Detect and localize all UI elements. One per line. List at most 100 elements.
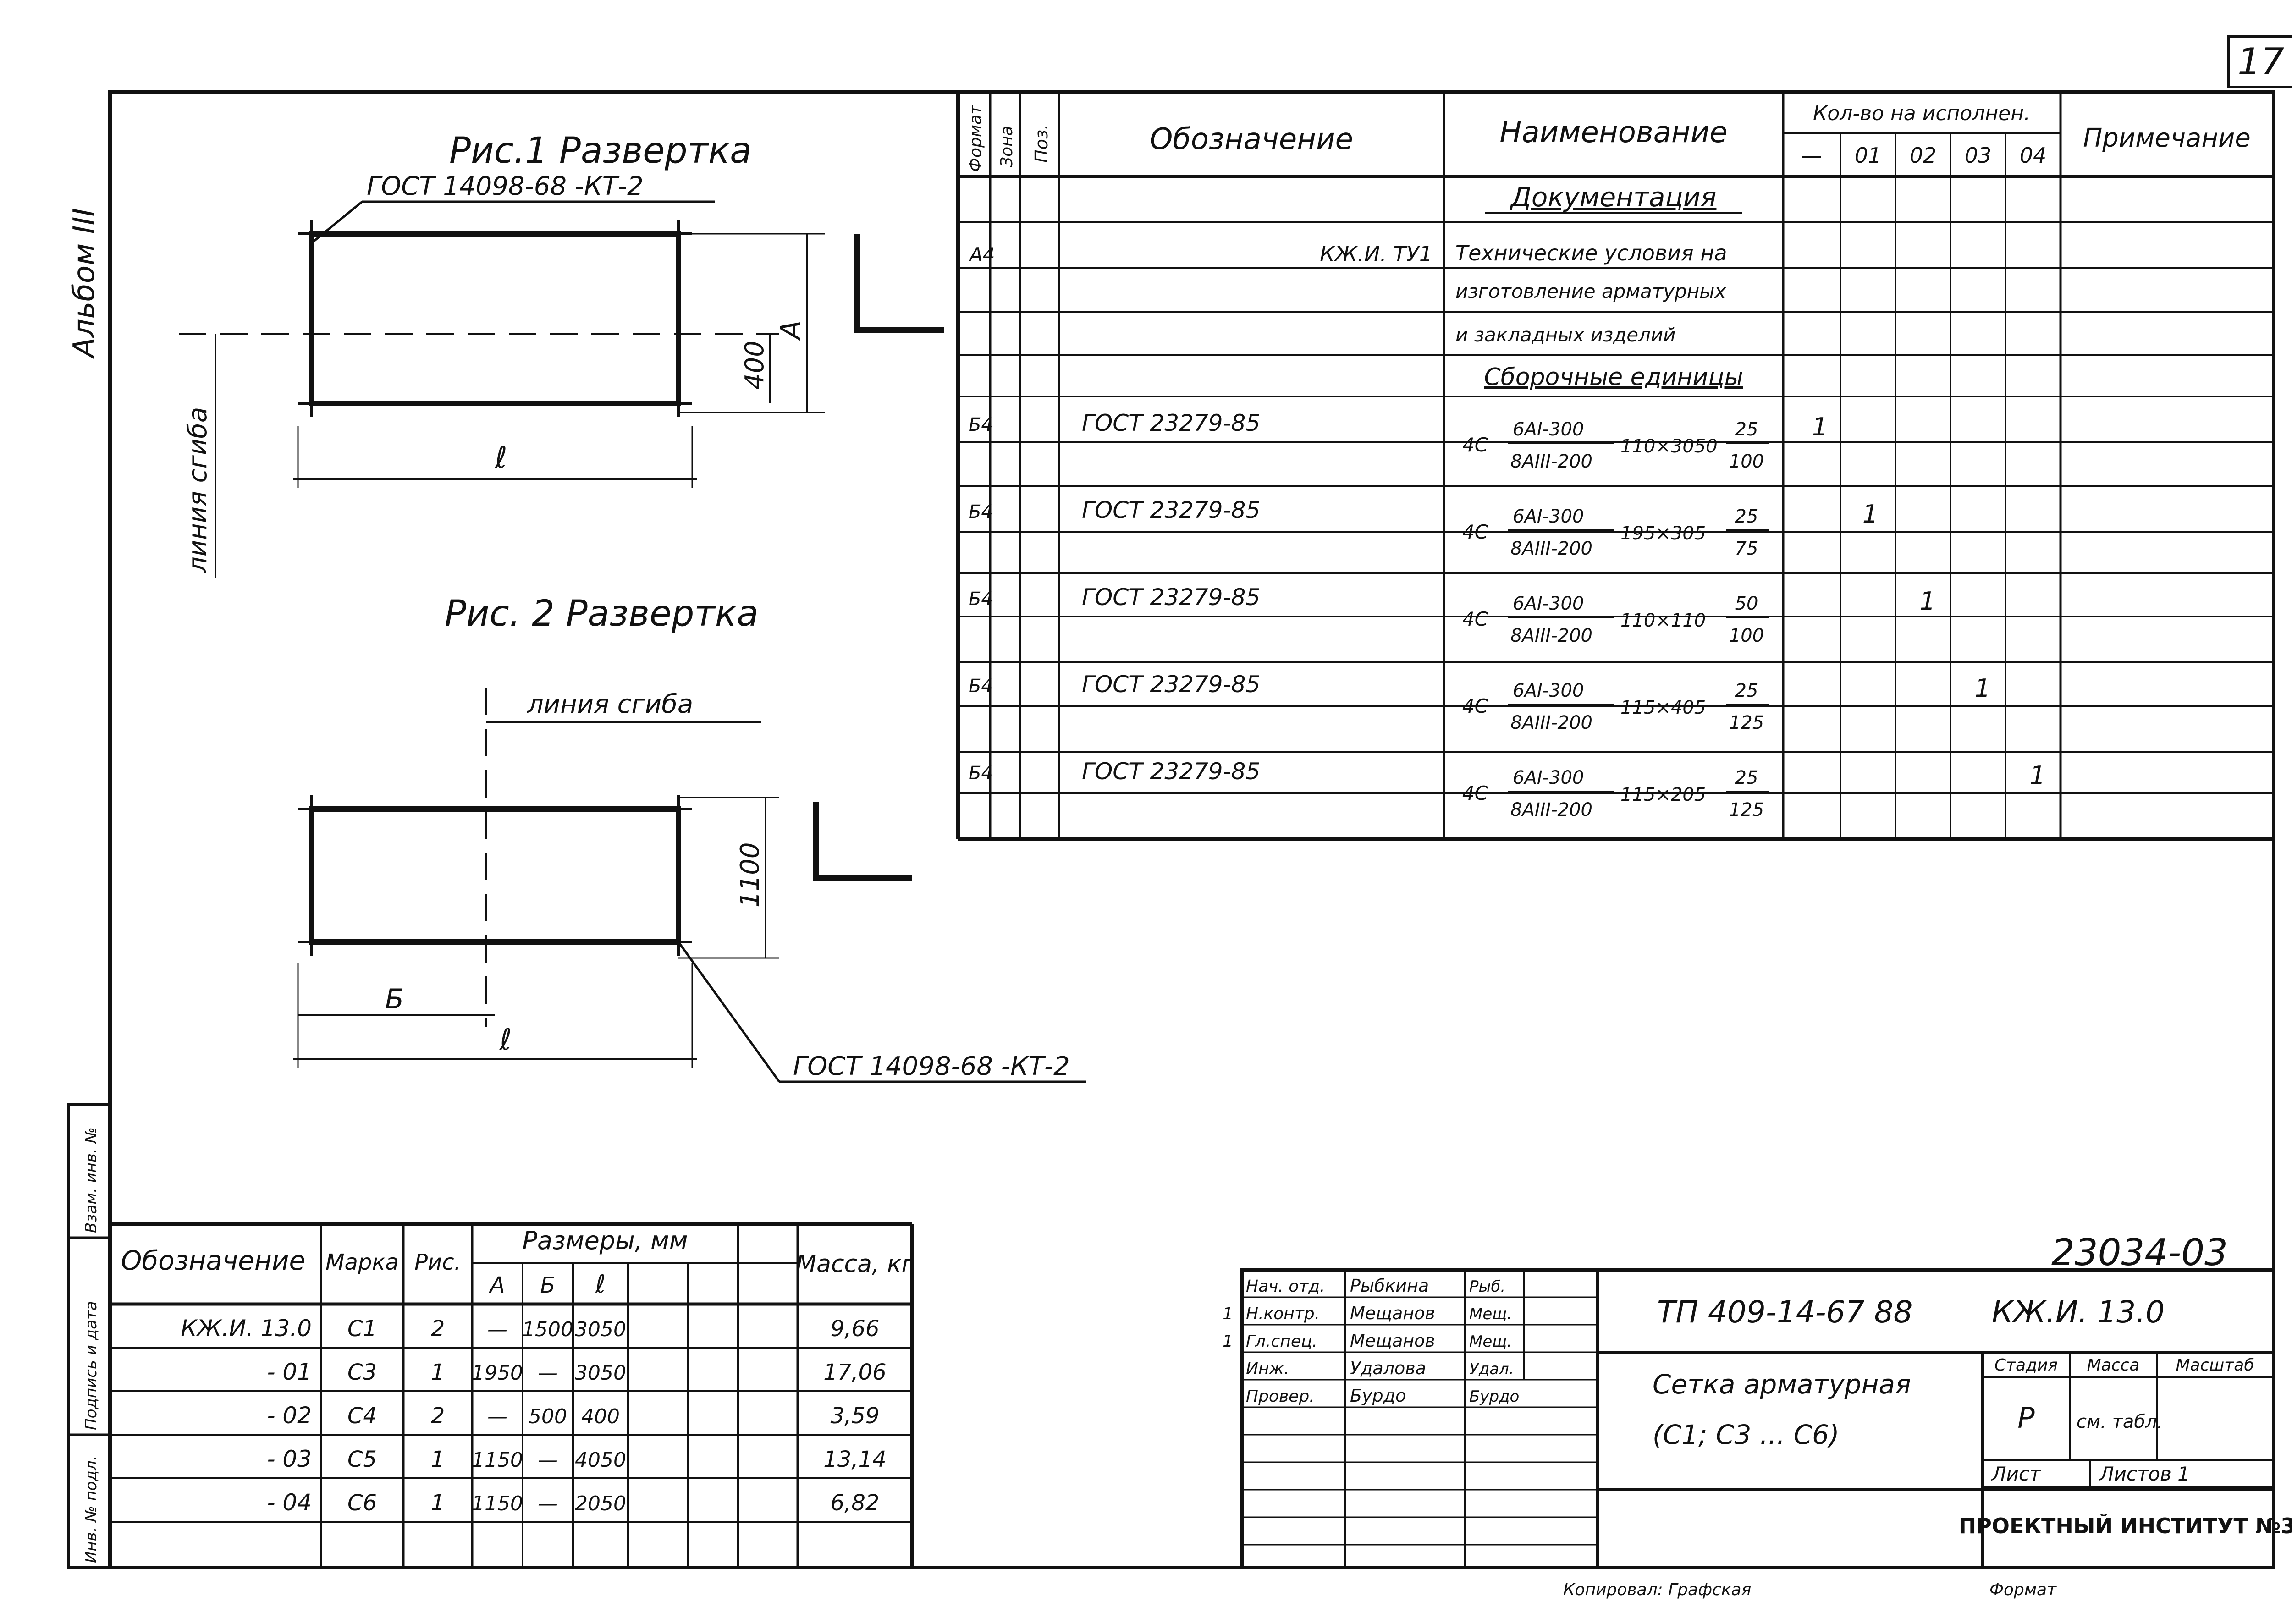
sizes-cell-mass: 17,06 [823, 1360, 886, 1385]
sizes-cell-l: 2050 [575, 1492, 626, 1515]
role-signature: Мещ. [1469, 1332, 1512, 1351]
sizes-header-b: Б [540, 1272, 556, 1298]
fig2-weld-note: ГОСТ 14098-68 -КТ-2 [793, 1051, 1070, 1081]
fig2-dim-l: ℓ [499, 1023, 512, 1057]
corner-mark: 17 [2237, 40, 2284, 83]
fig1-dim-400: 400 [740, 341, 770, 390]
sizes-cell-a: 1150 [472, 1448, 523, 1472]
spec-header-format: Формат [966, 105, 985, 172]
album-label: Альбом III [67, 208, 101, 359]
spec-item-designation: ГОСТ 23279-85 [1082, 410, 1260, 436]
spec-header-pos: Поз. [1031, 124, 1052, 163]
spec-variant-2: 02 [1910, 143, 1937, 168]
sizes-header-mark: Марка [325, 1250, 399, 1275]
spec-item-denominator: 8АIII-200 [1510, 799, 1592, 820]
spec-item-designation: ГОСТ 23279-85 [1082, 584, 1260, 611]
spec-item-f-num: 25 [1735, 680, 1758, 701]
spec-item-qty: 1 [1920, 587, 1935, 616]
sizes-cell-b: — [538, 1448, 558, 1472]
sizes-cell-mark: С6 [347, 1490, 377, 1516]
spec-header-designation: Обозначение [1150, 122, 1353, 156]
sizes-cell-fig: 2 [431, 1403, 445, 1429]
sizes-cell-l: 3050 [575, 1318, 626, 1341]
spec-item-f-den: 75 [1735, 538, 1758, 559]
spec-item-size: 115×205 [1620, 784, 1706, 805]
spec-item-denominator: 8АIII-200 [1510, 712, 1592, 733]
spec-item-format: Б4 [969, 676, 993, 697]
sizes-table: Обозначение Марка Рис. Размеры, мм А Б ℓ… [110, 1222, 914, 1568]
spec-item-denominator: 8АIII-200 [1510, 625, 1592, 646]
role-title: Инж. [1246, 1360, 1289, 1378]
role-name: Удалова [1350, 1358, 1426, 1378]
spec-header-note: Примечание [2083, 123, 2251, 153]
spec-item-size: 115×405 [1620, 697, 1706, 718]
role-title: Гл.спец. [1246, 1332, 1317, 1351]
corner-stamp: 17 [2227, 35, 2292, 88]
sizes-cell-mark: С5 [347, 1447, 377, 1472]
spec-item-f-den: 125 [1729, 712, 1764, 733]
spec-item-qty: 1 [1812, 413, 1828, 441]
document-code: КЖ.И. 13.0 [1992, 1294, 2165, 1330]
sizes-header-l: ℓ [595, 1270, 606, 1299]
fig1-angle-symbol [854, 234, 944, 333]
sizes-cell-b: — [538, 1492, 558, 1515]
strip-replacement-inv: Взам. инв. № [82, 1127, 100, 1233]
sizes-cell-designation: КЖ.И. 13.0 [181, 1315, 312, 1342]
role-title: Н.контр. [1246, 1305, 1320, 1323]
sizes-header-a: А [489, 1272, 505, 1298]
spec-item-numerator: 6АI-300 [1513, 680, 1584, 701]
spec-doc-name-line-2: изготовление арматурных [1455, 280, 1726, 303]
sizes-cell-l: 4050 [575, 1448, 626, 1472]
spec-item-prefix: 4С [1462, 695, 1488, 717]
sizes-cell-mark: С3 [347, 1360, 377, 1385]
spec-variant-0: — [1801, 143, 1822, 168]
sizes-cell-b: 500 [529, 1405, 567, 1428]
spec-item-f-den: 125 [1729, 799, 1764, 820]
spec-item-f-den: 100 [1729, 451, 1764, 472]
spec-header-zone: Зона [997, 126, 1016, 167]
spec-item-prefix: 4С [1462, 434, 1488, 456]
fig1-mesh-outline [309, 231, 681, 406]
role-title: Нач. отд. [1246, 1277, 1325, 1296]
sizes-cell-mark: С4 [347, 1403, 377, 1429]
spec-item-size: 110×110 [1620, 610, 1706, 631]
sizes-cell-fig: 1 [431, 1490, 445, 1516]
sizes-cell-mass: 13,14 [823, 1447, 886, 1472]
figure-2: Рис. 2 Развертка линия сгиба 1100 Б ℓ ГО… [293, 593, 1086, 1083]
document-number: 23034-03 [2051, 1231, 2228, 1274]
spec-item-format: Б4 [969, 589, 993, 610]
spec-item-format: Б4 [969, 763, 993, 784]
sizes-cell-fig: 1 [431, 1447, 445, 1472]
left-approval-strip: Инв. № подл. Подпись и дата Взам. инв. № [67, 1103, 111, 1569]
fig2-title: Рис. 2 Развертка [445, 593, 759, 634]
role-name: Бурдо [1350, 1386, 1406, 1406]
role-title: Провер. [1246, 1387, 1315, 1406]
role-name: Мещанов [1350, 1331, 1435, 1351]
spec-item-f-num: 50 [1735, 593, 1758, 614]
fig1-dim-a: А [775, 320, 807, 341]
document-title-line-2: (С1; С3 ... С6) [1653, 1419, 1840, 1450]
figure-1: Рис.1 Развертка ГОСТ 14098-68 -КТ-2 лини… [179, 130, 944, 578]
spec-variant-3: 03 [1965, 143, 1992, 168]
sizes-cell-fig: 1 [431, 1360, 445, 1385]
mass-value: см. табл. [2077, 1411, 2163, 1432]
spec-item-prefix: 4С [1462, 782, 1488, 804]
spec-item-qty: 1 [1862, 500, 1878, 528]
sizes-cell-mass: 9,66 [831, 1316, 880, 1342]
spec-item-qty: 1 [1975, 674, 1990, 703]
sizes-header-mass: Масса, кг [796, 1250, 914, 1278]
copied-by: Копировал: Графская [1563, 1580, 1751, 1599]
scale-label: Масштаб [2176, 1356, 2254, 1375]
